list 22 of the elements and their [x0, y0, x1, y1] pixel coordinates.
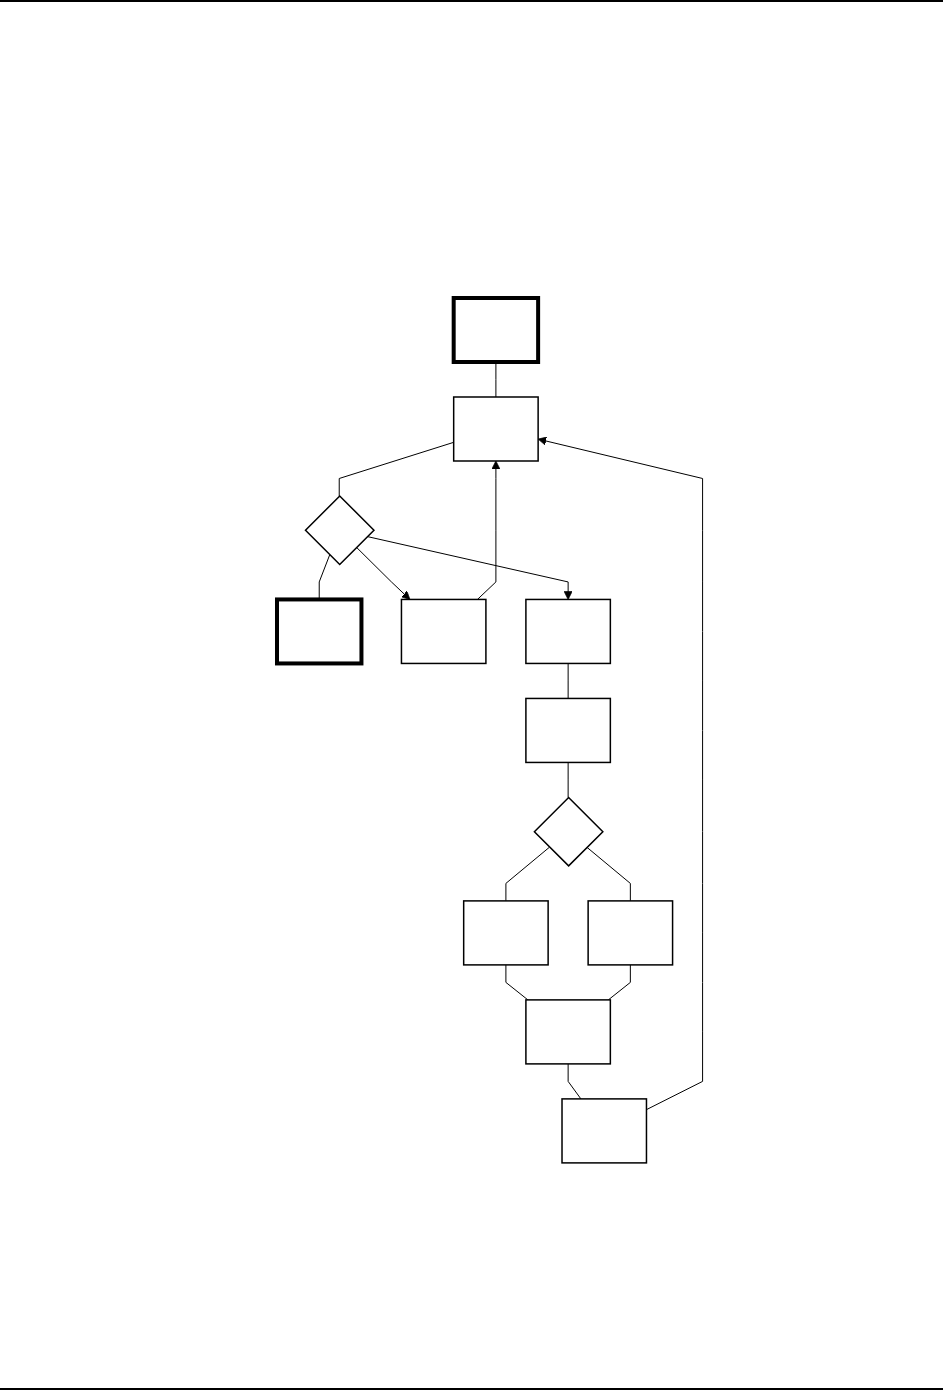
node-box [587, 900, 674, 966]
node-diamond [533, 796, 605, 867]
node-box [275, 597, 364, 666]
node-box [453, 396, 540, 462]
connector [567, 1063, 582, 1100]
node-box [525, 697, 612, 764]
node-box [451, 296, 541, 364]
connector [505, 964, 529, 1001]
connector [586, 846, 632, 902]
arrow [356, 546, 411, 600]
connector [567, 761, 569, 798]
connector [318, 554, 331, 600]
node-box [525, 999, 612, 1065]
connector [567, 662, 569, 699]
node-diamond [304, 494, 376, 566]
connector [505, 846, 551, 902]
connector [608, 964, 632, 1001]
node-box [463, 900, 550, 966]
node-box [561, 1098, 648, 1164]
arrow [477, 460, 501, 600]
node-box [525, 598, 612, 665]
node-box [400, 598, 487, 665]
